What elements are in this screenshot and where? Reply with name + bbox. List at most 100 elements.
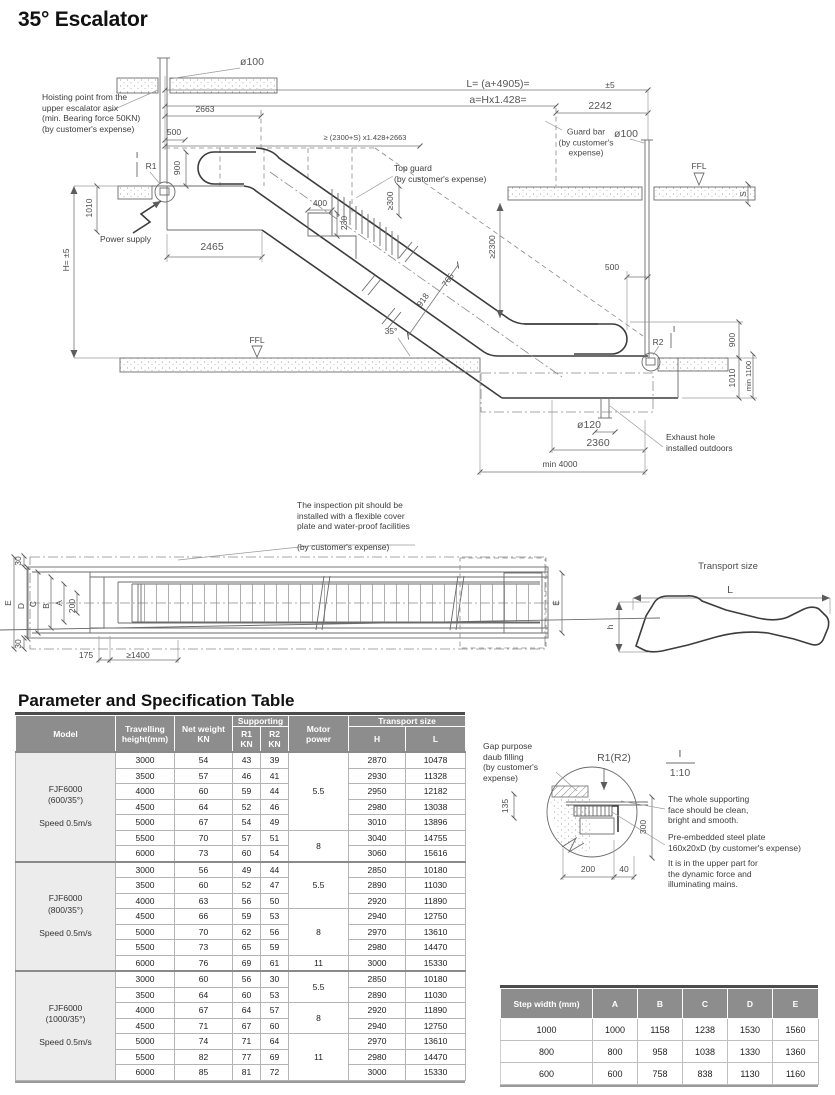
height-cell: 4000 (115, 783, 175, 800)
r1-cell: 71 (232, 1033, 261, 1050)
dim-200-plan: 200 (66, 598, 77, 614)
step-cell: 1000 (500, 1018, 593, 1041)
weight-cell: 66 (174, 908, 233, 925)
height-cell: 6000 (115, 954, 175, 972)
section-mark-left: I (135, 149, 139, 160)
weight-cell: 56 (174, 860, 233, 878)
r2-cell: 64 (259, 1033, 290, 1050)
transport-h-cell: 3060 (348, 845, 407, 862)
r1-cell: 67 (232, 1017, 261, 1034)
step-cell: 1038 (682, 1040, 728, 1063)
transport-h-cell: 2890 (348, 877, 407, 894)
transport-h-cell: 3000 (348, 1064, 407, 1081)
transport-l-cell: 11890 (405, 1002, 467, 1019)
r1-cell: 56 (232, 970, 261, 988)
height-cell: 3000 (115, 860, 175, 878)
transport-l-cell: 10478 (405, 751, 467, 769)
weight-cell: 73 (174, 939, 233, 956)
dim-transport-L: L (727, 583, 733, 596)
weight-cell: 63 (174, 892, 233, 909)
col-r2: R2 KN (259, 726, 290, 753)
weight-cell: 76 (174, 954, 233, 972)
r1-cell: 81 (232, 1064, 261, 1081)
height-cell: 5000 (115, 1033, 175, 1050)
col-d: D (727, 988, 773, 1019)
motor-power-cell: 11 (288, 954, 350, 972)
r1-cell: 64 (232, 1002, 261, 1019)
r1-cell: 57 (232, 829, 261, 846)
support-detail-drawing (511, 762, 695, 880)
dim-1010-left: 1010 (83, 198, 94, 218)
transport-l-cell: 10180 (405, 860, 467, 878)
dim-2465: 2465 (200, 240, 224, 253)
transport-h-cell: 2980 (348, 798, 407, 815)
dim-D: D (15, 602, 26, 610)
transport-h-cell: 3040 (348, 829, 407, 846)
dim-dia120: ø120 (577, 418, 601, 431)
r1-cell: 52 (232, 798, 261, 815)
r2-cell: 69 (259, 1048, 290, 1065)
step-cell: 758 (637, 1062, 683, 1085)
page-title: 35° Escalator (18, 8, 148, 31)
weight-cell: 64 (174, 986, 233, 1003)
power-supply-label: Power supply (100, 234, 152, 244)
dim-2242: 2242 (588, 99, 612, 112)
weight-cell: 70 (174, 923, 233, 940)
height-cell: 5500 (115, 1048, 175, 1065)
height-cell: 6000 (115, 845, 175, 862)
dim-s-right: S (737, 191, 748, 197)
weight-cell: 71 (174, 1017, 233, 1034)
transport-l-cell: 11890 (405, 892, 467, 909)
supporting-face-note: The whole supporting face should be clea… (668, 794, 750, 825)
r1-cell: 77 (232, 1048, 261, 1065)
r1-cell: 46 (232, 767, 261, 784)
transport-h-cell: 2920 (348, 1002, 407, 1019)
dim-C: C (27, 600, 38, 608)
ffl-bottom-label: FFL (249, 334, 265, 345)
transport-h-cell: 3000 (348, 954, 407, 972)
top-guard-note: Top guard (by customer's expense) (394, 163, 487, 184)
dim-400: 400 (312, 197, 328, 208)
exhaust-hole-note: Exhaust hole installed outdoors (666, 432, 733, 453)
weight-cell: 67 (174, 814, 233, 831)
transport-l-cell: 15330 (405, 954, 467, 972)
weight-cell: 73 (174, 845, 233, 862)
transport-l-cell: 12750 (405, 908, 467, 925)
step-cell: 1000 (592, 1018, 638, 1041)
transport-h-cell: 2850 (348, 970, 407, 988)
height-cell: 3500 (115, 986, 175, 1003)
transport-h-cell: 2890 (348, 986, 407, 1003)
transport-h-cell: 2940 (348, 1017, 407, 1034)
r2-cell: 30 (259, 970, 290, 988)
r2-cell: 51 (259, 829, 290, 846)
label-r1-r2: R1(R2) (597, 751, 631, 764)
col-weight: Net weight KN (174, 715, 233, 753)
transport-l-cell: 12182 (405, 783, 467, 800)
r1-cell: 62 (232, 923, 261, 940)
dim-A: A (53, 600, 64, 606)
step-cell: 600 (500, 1062, 593, 1085)
dim-dia100-right: ø100 (614, 127, 638, 140)
plan-view-drawing (11, 544, 565, 663)
r1-cell: 60 (232, 986, 261, 1003)
model-cell: FJF6000 (600/35°) Speed 0.5m/s (15, 751, 116, 862)
dim-L-formula: L= (a+4905)= (466, 77, 530, 90)
motor-power-cell: 11 (288, 1033, 350, 1081)
dim-135: 135 (499, 798, 510, 814)
weight-cell: 70 (174, 829, 233, 846)
motor-power-cell: 5.5 (288, 970, 350, 1003)
transport-h-cell: 2940 (348, 908, 407, 925)
transport-h-cell: 2930 (348, 767, 407, 784)
